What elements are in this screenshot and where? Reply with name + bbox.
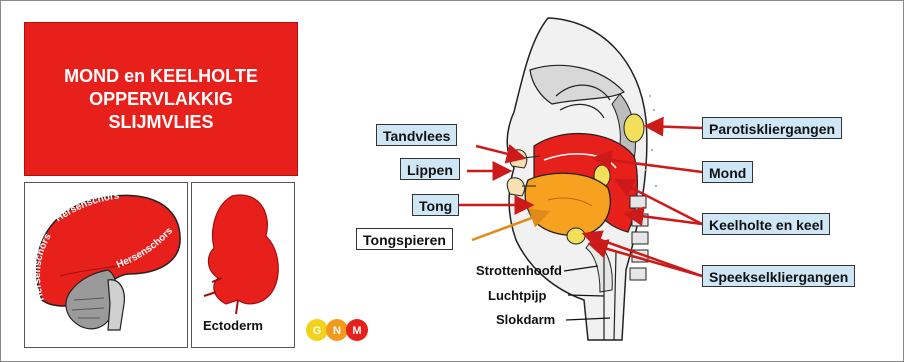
label-speekselkliergangen: Speekselkliergangen — [702, 265, 855, 287]
label-keelholte-en-keel: Keelholte en keel — [702, 213, 830, 235]
label-lippen: Lippen — [400, 158, 460, 180]
embryo-illustration — [204, 195, 278, 314]
brain-illustration: Hersenschors Hersenschors Hersenschors — [32, 190, 180, 330]
svg-text:N: N — [333, 325, 341, 337]
label-luchtpijp: Luchtpijp — [488, 288, 547, 303]
label-tongspieren: Tongspieren — [356, 228, 453, 250]
gnm-logo: G N M — [306, 319, 368, 341]
label-mond: Mond — [702, 161, 753, 183]
label-tong: Tong — [412, 194, 459, 216]
svg-text:M: M — [352, 325, 361, 337]
embryo-label: Ectoderm — [203, 318, 263, 333]
svg-text:G: G — [313, 325, 322, 337]
label-parotiskliergangen: Parotiskliergangen — [702, 117, 842, 139]
label-tandvlees: Tandvlees — [376, 124, 457, 146]
label-strottenhoofd: Strottenhoofd — [476, 263, 562, 278]
label-slokdarm: Slokdarm — [496, 312, 555, 327]
